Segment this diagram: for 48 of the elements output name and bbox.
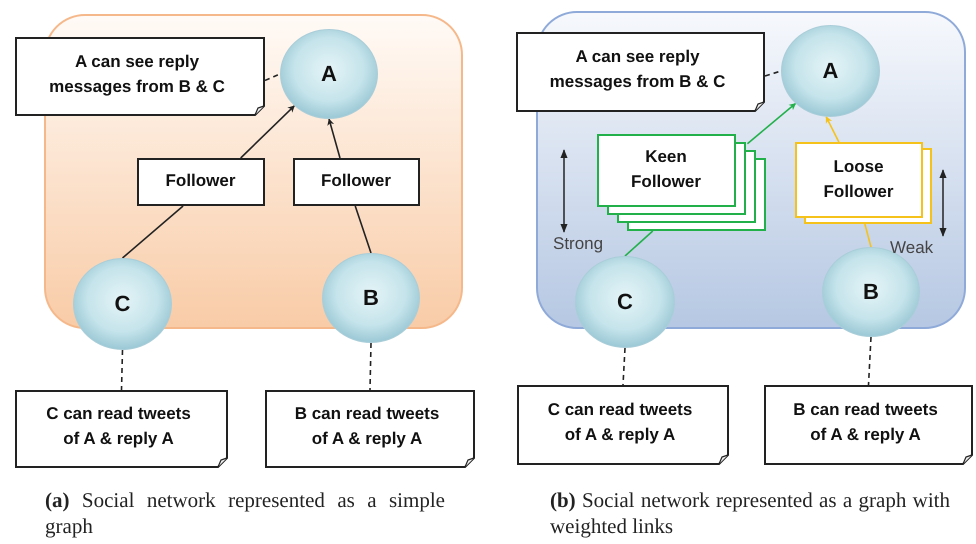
note-box [764, 385, 973, 465]
figure-caption: (a) Social network represented as a simple graph [45, 487, 445, 540]
node-label: C [114, 290, 132, 318]
node-label: B [362, 284, 380, 312]
node-label: B can read tweets of A & reply A [792, 399, 939, 446]
dashed-connector [622, 348, 626, 386]
node-label: Follower [164, 170, 236, 192]
node-label: B can read tweets of A & reply A [294, 403, 440, 450]
arrow [327, 118, 341, 158]
node-label: A [822, 57, 840, 86]
connector-line [354, 206, 372, 254]
user-node [280, 29, 378, 119]
user-node [575, 256, 675, 348]
node-label: Loose Follower [822, 156, 894, 202]
note-box [265, 390, 475, 468]
dashed-connector [764, 70, 782, 77]
note-box [517, 385, 729, 465]
node-label: Keen Follower [630, 146, 702, 193]
node-label: A can see reply messages from B & C [548, 46, 726, 93]
relation-box [293, 158, 420, 206]
arrow [746, 102, 796, 144]
connector-line [122, 205, 184, 259]
dashed-connector [369, 342, 372, 390]
strength-label: Strong [553, 234, 604, 254]
relation-box [137, 158, 265, 206]
note-box [15, 37, 265, 116]
node-label: C can read tweets of A & reply A [546, 399, 694, 446]
arrow [240, 105, 295, 159]
node-label: C [616, 288, 634, 316]
note-box [15, 390, 228, 468]
figure-caption: (b) Social network represented as a graph with weighted links [550, 487, 950, 540]
node-label: C can read tweets of A & reply A [45, 403, 192, 450]
dashed-connector [868, 336, 872, 386]
connector-line [864, 224, 872, 248]
user-node [781, 25, 880, 117]
strength-label: Weak [890, 238, 934, 258]
dashed-connector [264, 73, 280, 82]
arrow [825, 116, 840, 142]
node-label: Follower [320, 170, 392, 192]
node-label: A [320, 60, 338, 88]
node-label: A can see reply messages from B & C [48, 50, 226, 98]
user-node [322, 253, 420, 343]
connector-line [624, 230, 654, 257]
user-node [73, 258, 172, 350]
note-box [516, 32, 765, 112]
dashed-connector [120, 350, 124, 390]
stacked-relation-box [597, 134, 766, 231]
stacked-relation-box [795, 142, 932, 224]
